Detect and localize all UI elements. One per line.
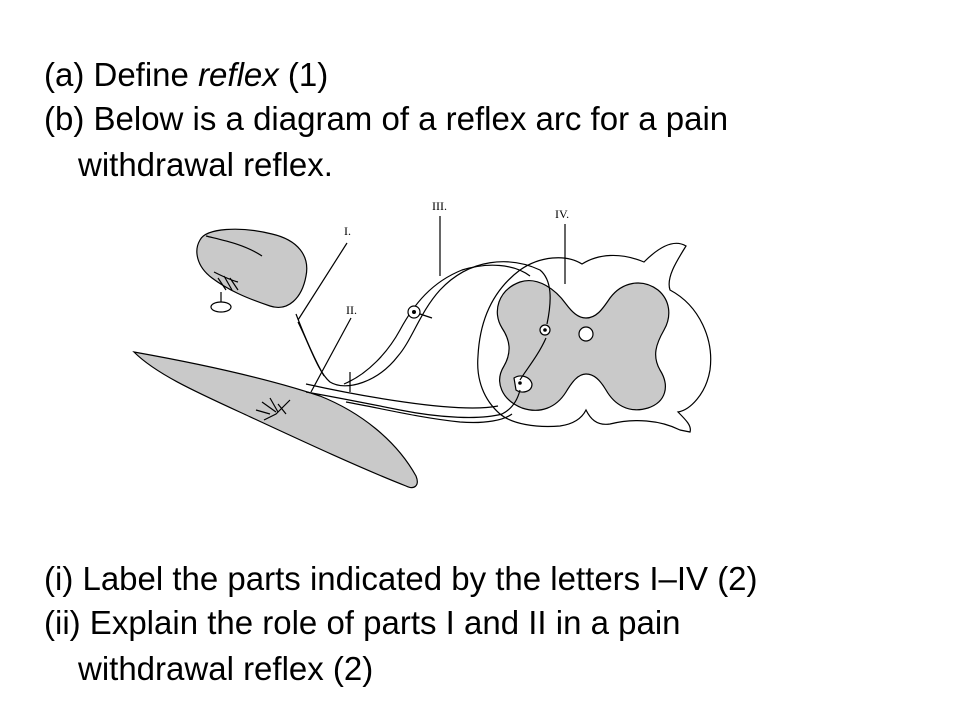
- grey-matter: [496, 280, 670, 411]
- question-b-line1: (b) Below is a diagram of a reflex arc f…: [44, 100, 729, 137]
- central-canal: [578, 326, 594, 342]
- question-a: (a) Define reflex (1): [44, 56, 328, 94]
- question-a-term: reflex: [198, 56, 279, 93]
- question-a-suffix: (1): [278, 56, 329, 93]
- question-ii-line2: withdrawal reflex (2): [78, 650, 374, 687]
- label-IV: IV.: [555, 207, 569, 221]
- motor-neuron: [305, 389, 521, 419]
- label-II: II.: [346, 303, 357, 317]
- skin-receptor: [196, 228, 308, 308]
- label-I: I.: [344, 224, 351, 238]
- question-i: (i) Label the parts indicated by the let…: [44, 560, 758, 597]
- question-ii-line1: (ii) Explain the role of parts I and II …: [44, 604, 681, 641]
- label-III: III.: [432, 199, 447, 213]
- effector-muscle: [132, 351, 418, 489]
- question-b-line2: withdrawal reflex.: [78, 146, 333, 183]
- label-I-pointer: [297, 242, 348, 321]
- sensory-neuron: [297, 261, 551, 387]
- label-II-pointer: [310, 317, 352, 393]
- receptor-ending: [210, 301, 232, 313]
- question-a-prefix: (a) Define: [44, 56, 199, 93]
